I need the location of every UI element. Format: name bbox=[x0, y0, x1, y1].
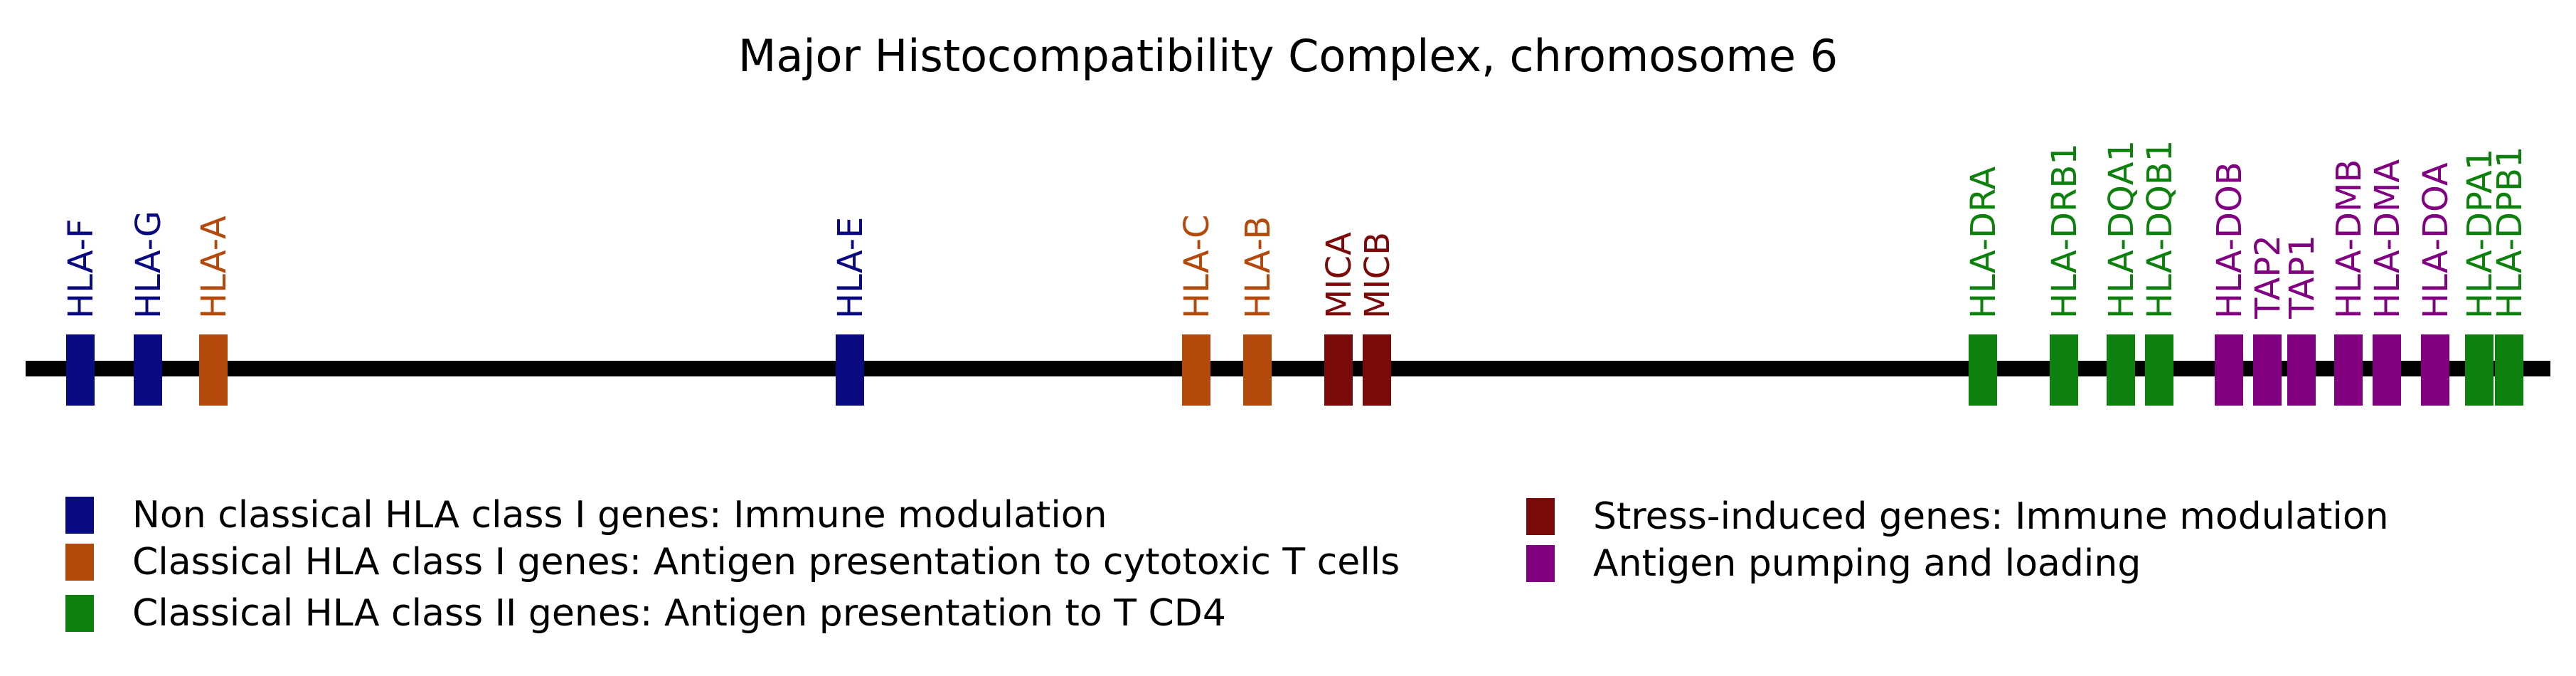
gene-label-hla-dma: HLA-DMA bbox=[2368, 159, 2407, 319]
legend-item-classical-class1: Classical HLA class I genes: Antigen pre… bbox=[65, 541, 1400, 583]
gene-block-hla-dma bbox=[2373, 334, 2401, 406]
gene-label-hla-dra: HLA-DRA bbox=[1964, 167, 2003, 319]
gene-label-micb: MICB bbox=[1358, 232, 1398, 319]
gene-label-hla-b: HLA-B bbox=[1238, 216, 1278, 319]
gene-label-hla-dqb1: HLA-DQB1 bbox=[2140, 140, 2180, 319]
legend-swatch bbox=[65, 497, 94, 534]
gene-block-hla-dpa1 bbox=[2465, 334, 2493, 406]
gene-label-hla-c: HLA-C bbox=[1177, 214, 1217, 319]
legend-label: Classical HLA class I genes: Antigen pre… bbox=[132, 541, 1400, 583]
legend-item-classical-class2: Classical HLA class II genes: Antigen pr… bbox=[65, 592, 1226, 635]
gene-block-hla-e bbox=[836, 334, 864, 406]
gene-block-hla-dqa1 bbox=[2107, 334, 2135, 406]
legend-label: Stress-induced genes: Immune modulation bbox=[1593, 495, 2389, 538]
gene-block-tap2 bbox=[2253, 334, 2282, 406]
gene-label-hla-drb1: HLA-DRB1 bbox=[2045, 143, 2085, 319]
gene-block-micb bbox=[1363, 334, 1391, 406]
gene-block-hla-dob bbox=[2215, 334, 2243, 406]
gene-label-hla-e: HLA-E bbox=[831, 217, 871, 319]
gene-block-hla-a bbox=[199, 334, 228, 406]
legend-swatch bbox=[65, 595, 94, 632]
gene-block-hla-f bbox=[66, 334, 95, 406]
gene-block-hla-dpb1 bbox=[2495, 334, 2523, 406]
legend-label: Non classical HLA class I genes: Immune … bbox=[132, 494, 1107, 537]
gene-label-hla-g: HLA-G bbox=[129, 211, 169, 319]
gene-label-hla-dpa1: HLA-DPA1 bbox=[2460, 149, 2500, 319]
gene-block-hla-b bbox=[1243, 334, 1272, 406]
gene-label-hla-f: HLA-F bbox=[61, 218, 101, 319]
legend-item-stress-induced: Stress-induced genes: Immune modulation bbox=[1526, 495, 2389, 538]
legend-item-nonclassical-class1: Non classical HLA class I genes: Immune … bbox=[65, 494, 1107, 537]
legend-label: Classical HLA class II genes: Antigen pr… bbox=[132, 592, 1226, 635]
gene-label-hla-dmb: HLA-DMB bbox=[2329, 159, 2369, 319]
gene-block-tap1 bbox=[2287, 334, 2316, 406]
gene-block-hla-dqb1 bbox=[2145, 334, 2173, 406]
legend-swatch bbox=[1526, 498, 1555, 535]
gene-block-hla-dra bbox=[1969, 334, 1997, 406]
legend-swatch bbox=[1526, 545, 1555, 582]
gene-label-tap2: TAP2 bbox=[2248, 235, 2288, 319]
gene-label-hla-dpb1: HLA-DPB1 bbox=[2490, 147, 2530, 319]
gene-block-hla-drb1 bbox=[2050, 334, 2078, 406]
gene-label-hla-a: HLA-A bbox=[194, 216, 234, 319]
legend-item-antigen-pumping: Antigen pumping and loading bbox=[1526, 542, 2141, 585]
gene-block-hla-c bbox=[1182, 334, 1210, 406]
legend-swatch bbox=[65, 544, 94, 581]
gene-block-mica bbox=[1324, 334, 1353, 406]
gene-label-hla-dob: HLA-DOB bbox=[2210, 162, 2250, 319]
gene-label-hla-doa: HLA-DOA bbox=[2416, 162, 2456, 319]
gene-label-tap1: TAP1 bbox=[2282, 235, 2322, 319]
gene-label-hla-dqa1: HLA-DQA1 bbox=[2102, 140, 2141, 319]
gene-block-hla-doa bbox=[2421, 334, 2449, 406]
gene-block-hla-dmb bbox=[2334, 334, 2363, 406]
diagram-title: Major Histocompatibility Complex, chromo… bbox=[738, 30, 1838, 82]
gene-block-hla-g bbox=[134, 334, 162, 406]
legend-label: Antigen pumping and loading bbox=[1593, 542, 2141, 585]
gene-label-mica: MICA bbox=[1319, 232, 1359, 319]
